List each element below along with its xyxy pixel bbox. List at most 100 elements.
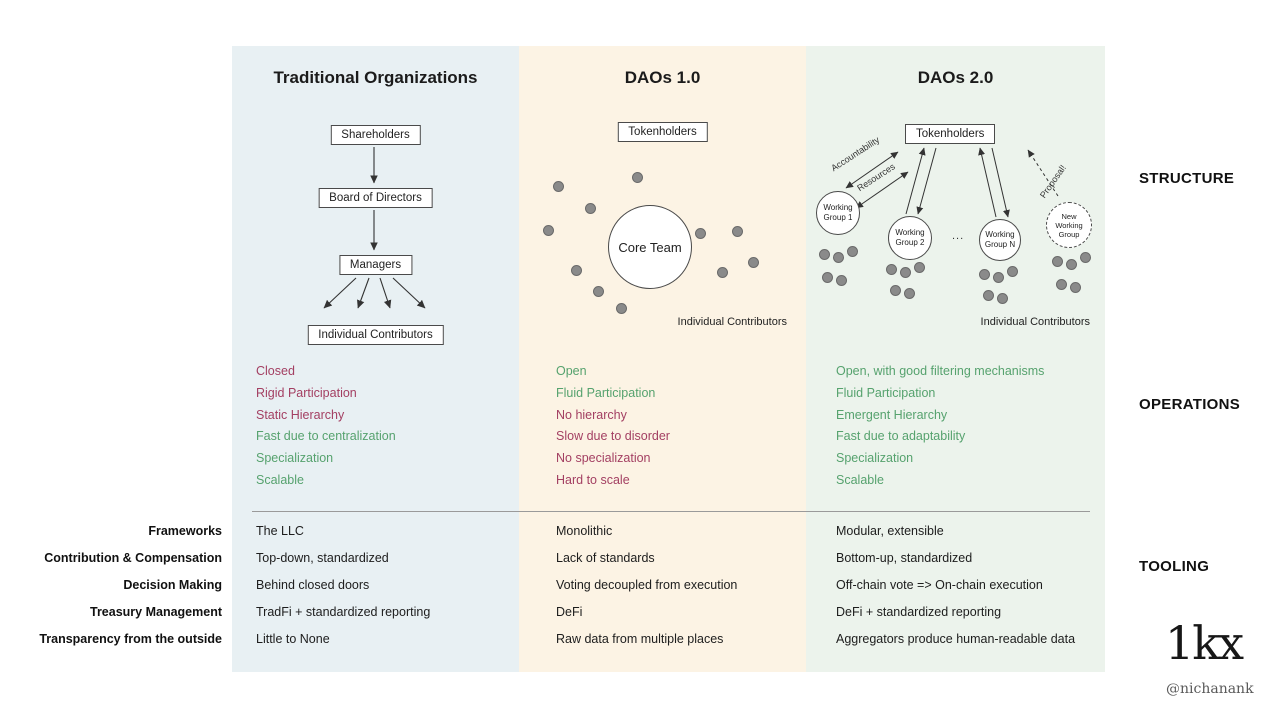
- operations-item: Fast due to centralization: [256, 429, 396, 444]
- column-daos-1-0: DAOs 1.0 Tokenholders Core Team Individu…: [519, 46, 806, 672]
- section-label-tooling: TOOLING: [1139, 558, 1210, 575]
- contributor-dot: [543, 225, 554, 236]
- operations-item: Scalable: [256, 472, 304, 487]
- operations-item: Open, with good filtering mechanisms: [836, 364, 1045, 378]
- contributor-dot: [833, 252, 844, 263]
- contributor-dot: [632, 172, 643, 183]
- row-label-treasury-management: Treasury Management: [90, 605, 222, 619]
- section-label-operations: OPERATIONS: [1139, 396, 1241, 413]
- tooling-item: Raw data from multiple places: [556, 632, 724, 646]
- operations-item: Specialization: [836, 451, 914, 466]
- org-node-managers: Managers: [338, 255, 413, 275]
- row-label-contribution-compensation: Contribution & Compensation: [44, 551, 222, 565]
- contributor-dot: [695, 228, 706, 239]
- accountability-arrow-icon: [845, 151, 899, 189]
- operations-item: Static Hierarchy: [256, 407, 345, 422]
- contributor-dot: [983, 290, 994, 301]
- tooling-item: Bottom-up, standardized: [836, 551, 973, 565]
- contributor-dot: [748, 257, 759, 268]
- operations-item: Closed: [256, 364, 295, 378]
- arrow-down-icon: [916, 147, 937, 215]
- operations-list: Closed Rigid Participation Static Hierar…: [256, 361, 396, 492]
- contributor-dot: [890, 285, 901, 296]
- contributor-dot: [571, 265, 582, 276]
- org-node-shareholders: Shareholders: [330, 125, 421, 145]
- contributor-dot: [836, 275, 847, 286]
- working-group-2-circle: Working Group 2: [888, 216, 932, 260]
- tooling-item: Top-down, standardized: [256, 551, 389, 565]
- row-label-decision-making: Decision Making: [123, 578, 222, 592]
- operations-item: Scalable: [836, 472, 884, 487]
- working-groups-ellipsis: ...: [952, 230, 965, 242]
- arrow-fan-icon: [392, 277, 426, 309]
- tokenholders-node: Tokenholders: [905, 124, 996, 144]
- contributor-dot: [847, 246, 858, 257]
- section-label-structure: STRUCTURE: [1139, 170, 1235, 187]
- org-chart-arrows: [323, 147, 426, 309]
- contributor-dot: [593, 286, 604, 297]
- org-node-individual-contributors: Individual Contributors: [307, 325, 444, 345]
- contributor-dot: [553, 181, 564, 192]
- new-working-group-circle: New Working Group: [1046, 202, 1092, 248]
- tooling-item: TradFi + standardized reporting: [256, 605, 431, 619]
- column-title: DAOs 1.0: [624, 68, 701, 87]
- core-team-circle: Core Team: [608, 205, 692, 289]
- column-title: DAOs 2.0: [917, 68, 994, 87]
- tokenholders-node: Tokenholders: [617, 122, 708, 142]
- individual-contributors-caption: Individual Contributors: [980, 316, 1090, 328]
- operations-item: Fluid Participation: [556, 385, 656, 400]
- operations-item: No specialization: [556, 451, 651, 466]
- tooling-item: Modular, extensible: [836, 524, 944, 538]
- tooling-item: Aggregators produce human-readable data: [836, 632, 1076, 646]
- author-handle: @nichanank: [1166, 681, 1254, 697]
- operations-item: Slow due to disorder: [556, 429, 670, 444]
- tooling-item: Voting decoupled from execution: [556, 578, 738, 592]
- operations-item: Open: [556, 364, 587, 378]
- operations-item: No hierarchy: [556, 407, 627, 422]
- dao2-arrows: [845, 147, 1059, 218]
- contributor-dot: [1066, 259, 1077, 270]
- contributor-dot: [822, 272, 833, 283]
- operations-item: Specialization: [256, 451, 334, 466]
- tooling-item: DeFi: [556, 605, 583, 619]
- contributor-dot: [1080, 252, 1091, 263]
- contributor-dot: [997, 293, 1008, 304]
- arrow-fan-icon: [357, 277, 370, 309]
- operations-tooling-divider: [252, 511, 1090, 512]
- org-node-board-of-directors: Board of Directors: [318, 188, 433, 208]
- row-label-frameworks: Frameworks: [148, 524, 222, 538]
- 1kx-logo: 1kx: [1165, 616, 1244, 670]
- operations-item: Fluid Participation: [836, 385, 936, 400]
- tooling-item: DeFi + standardized reporting: [836, 605, 1002, 619]
- column-daos-2-0: DAOs 2.0 Tokenholders Accountability Res…: [806, 46, 1105, 672]
- working-group-n-circle: Working Group N: [979, 219, 1021, 261]
- tooling-item: Behind closed doors: [256, 578, 370, 592]
- arrow-down-icon: [991, 147, 1010, 218]
- arrow-up-icon: [978, 147, 997, 218]
- tooling-list: Modular, extensible Bottom-up, standardi…: [836, 518, 1075, 653]
- contributor-dot: [732, 226, 743, 237]
- tooling-item: Little to None: [256, 632, 330, 646]
- contributor-dot: [914, 262, 925, 273]
- operations-item: Hard to scale: [556, 472, 630, 487]
- arrow-up-icon: [905, 147, 926, 215]
- contributor-dot: [1052, 256, 1063, 267]
- contributor-dot: [1007, 266, 1018, 277]
- resources-arrow-icon: [855, 171, 909, 209]
- contributor-dot: [886, 264, 897, 275]
- contributor-dot: [819, 249, 830, 260]
- arrow-fan-icon: [379, 277, 392, 309]
- contributor-dot: [1056, 279, 1067, 290]
- individual-contributors-caption: Individual Contributors: [677, 316, 787, 328]
- contributor-dot: [585, 203, 596, 214]
- contributor-dot: [1070, 282, 1081, 293]
- column-traditional-organizations: Traditional Organizations Shareholders B…: [232, 46, 519, 672]
- operations-item: Rigid Participation: [256, 385, 357, 400]
- tooling-item: Monolithic: [556, 524, 613, 538]
- arrow-fan-icon: [323, 277, 357, 309]
- operations-list: Open, with good filtering mechanisms Flu…: [836, 361, 1044, 492]
- row-label-transparency: Transparency from the outside: [39, 632, 222, 646]
- operations-item: Fast due to adaptability: [836, 429, 966, 444]
- operations-list: Open Fluid Participation No hierarchy Sl…: [556, 361, 670, 492]
